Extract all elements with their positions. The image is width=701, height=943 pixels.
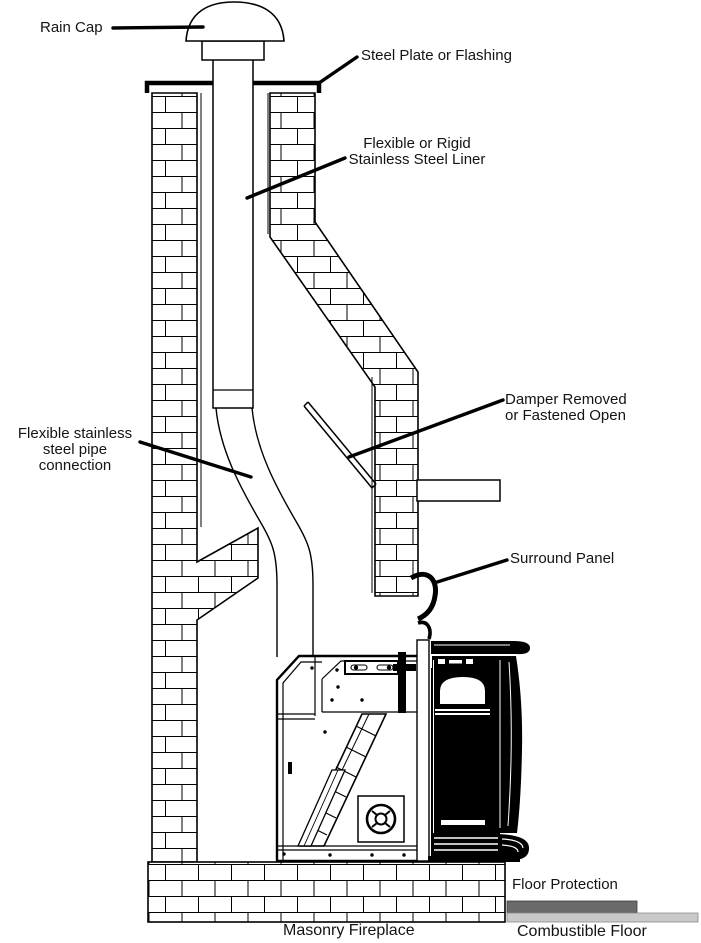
rear-base-lines: [277, 845, 418, 851]
bracket-rod: [398, 652, 406, 713]
label-rain-cap: Rain Cap: [40, 19, 103, 36]
blower-hub: [374, 812, 388, 826]
front-base: [431, 833, 500, 858]
label-damper-line2: or Fastened Open: [505, 407, 626, 424]
front-base-stripes: [434, 837, 498, 851]
power-cord-stub: [288, 762, 292, 774]
rain-cap-neck: [201, 40, 265, 61]
bracket-slot-1: [350, 664, 368, 671]
vent-slots: [438, 659, 473, 664]
bolt-dots: [282, 666, 406, 857]
bracket-bolt-1: [353, 665, 359, 670]
chimney-liner: [185, 1, 314, 657]
blower-blades: [371, 810, 391, 828]
front-arch-window: [440, 677, 485, 704]
pellet-stove-front: [428, 641, 530, 862]
leader-damper: [347, 398, 505, 459]
masonry-hearth: [147, 861, 506, 923]
label-damper: Damper Removed or Fastened Open: [505, 392, 627, 424]
floor-layers: [506, 900, 699, 923]
front-trim-lines: [435, 709, 490, 825]
label-liner-line1: Flexible or Rigid: [363, 135, 471, 152]
front-side-highlights: [499, 660, 512, 828]
label-damper-line1: Damper Removed: [505, 391, 627, 408]
leader-lines: [111, 25, 509, 585]
masonry-chimney: [147, 92, 506, 923]
front-top-cap: [431, 641, 530, 655]
leader-rain-cap: [111, 25, 205, 30]
leader-flex-connection: [138, 440, 253, 479]
label-liner: Flexible or Rigid Stainless Steel Liner: [336, 136, 498, 168]
surround-panel-top-hook: [409, 571, 439, 622]
label-masonry-fireplace: Masonry Fireplace: [283, 922, 415, 939]
rain-cap-dome: [185, 1, 285, 42]
front-bottom-band: [428, 856, 520, 862]
combustible-floor-bar: [506, 912, 699, 923]
damper-plate: [303, 401, 377, 489]
front-base-bullnose-lines: [501, 838, 524, 853]
liner-pipe: [212, 53, 254, 409]
front-side-column: [495, 656, 523, 833]
label-flex-line1: Flexible stainless: [17, 425, 133, 442]
mantel-shelf: [416, 479, 501, 502]
flex-pipe-fill: [216, 408, 313, 657]
label-flex-connection: Flexible stainless steel pipe connection: [8, 426, 142, 474]
rear-casing-inner: [277, 657, 418, 861]
pellet-stove-insert-rear: [275, 652, 420, 863]
surround-panel-strip: [416, 639, 430, 862]
label-flex-line3: connection: [38, 457, 112, 474]
label-surround-panel: Surround Panel: [510, 550, 615, 567]
chimney-right-wall: [269, 92, 419, 597]
label-combustible-floor: Combustible Floor: [517, 923, 647, 940]
leader-surround-panel: [432, 558, 509, 585]
surround-panel-hook-2: [417, 620, 432, 640]
lower-chute-rail: [303, 769, 339, 847]
label-flex-line2: steel pipe: [42, 441, 108, 458]
bracket-bolt-2: [386, 665, 392, 670]
bracket-tab: [393, 664, 416, 671]
leader-liner: [245, 156, 347, 200]
label-liner-line2: Stainless Steel Liner: [348, 151, 486, 168]
leader-steel-plate: [317, 55, 359, 85]
front-vent-band: [432, 656, 495, 668]
surround-panel-drawing: [409, 571, 439, 862]
floor-protection-bar: [506, 900, 638, 914]
flue-inner-face-lines: [200, 93, 373, 593]
auger-chute-rungs: [306, 725, 377, 836]
label-steel-plate: Steel Plate or Flashing: [361, 47, 512, 64]
front-door: [431, 707, 495, 833]
label-floor-protection: Floor Protection: [512, 876, 618, 893]
flex-pipe-edges: [215, 407, 314, 657]
